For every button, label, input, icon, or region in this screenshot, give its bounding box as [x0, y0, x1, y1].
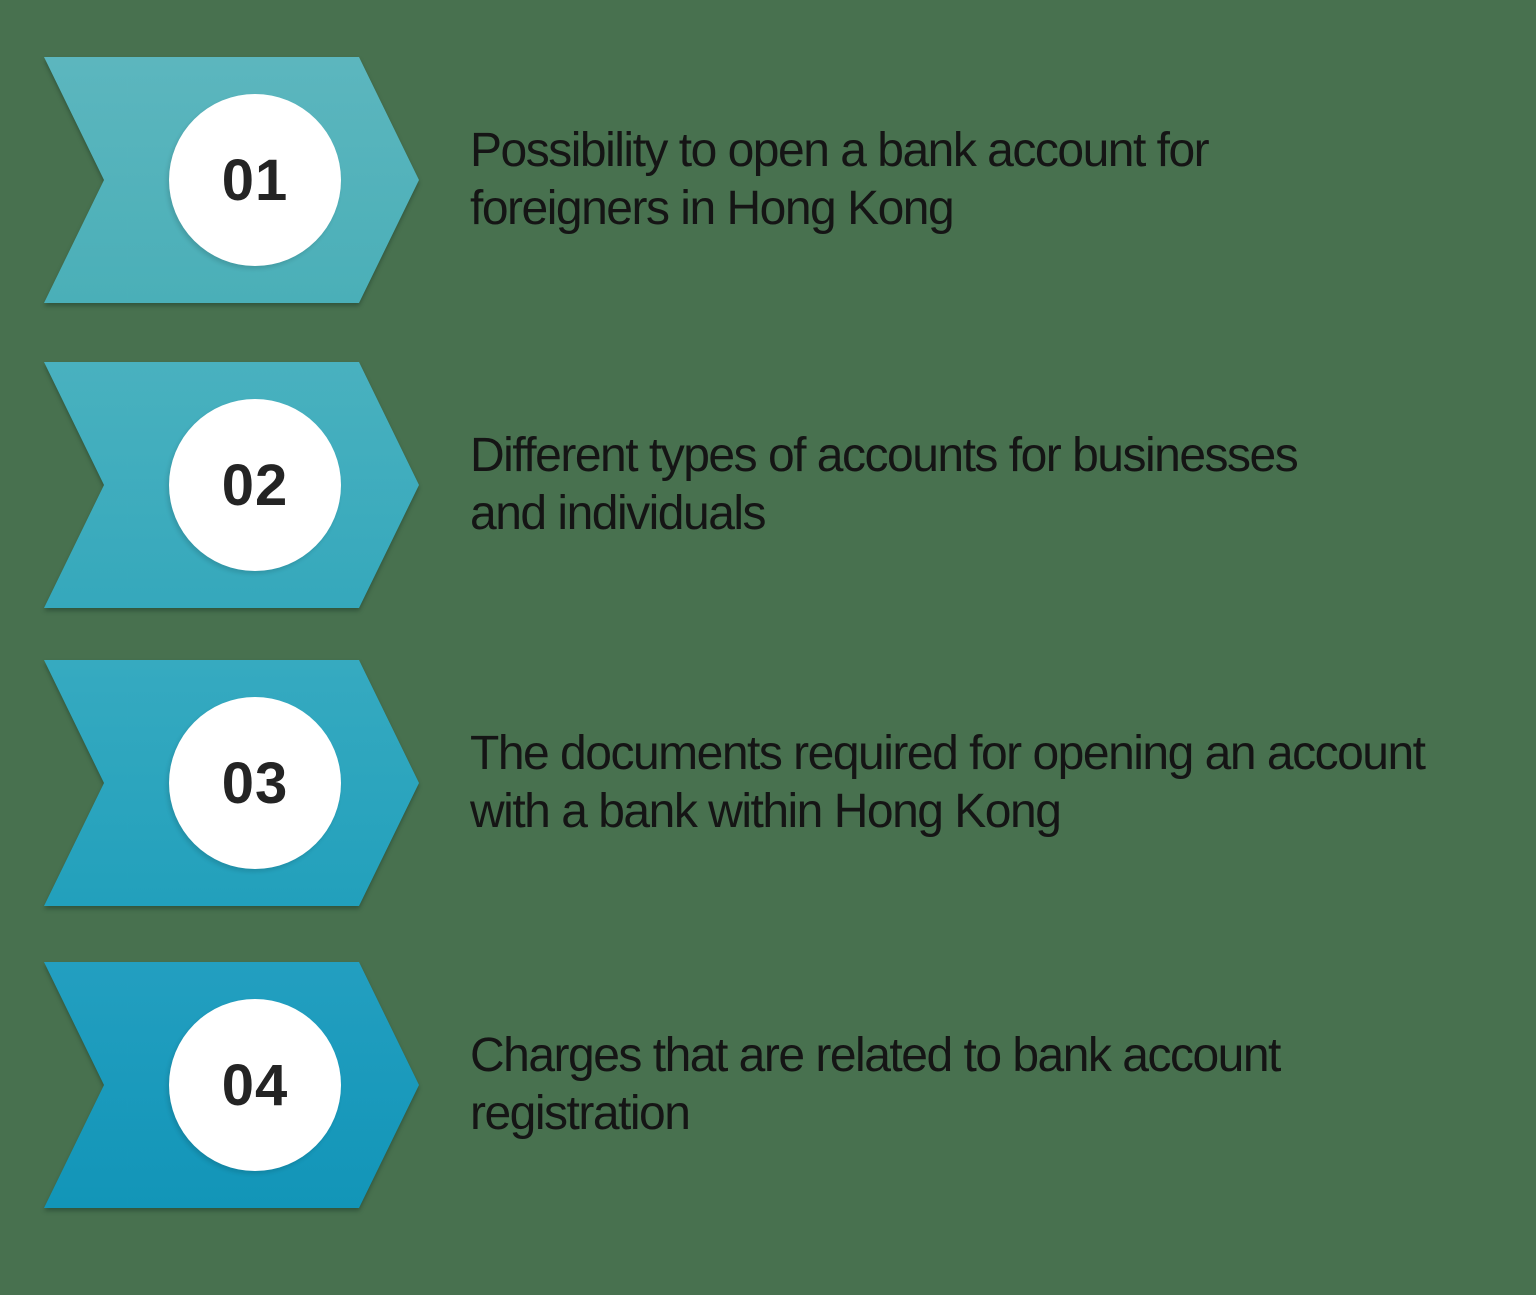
step-description: The documents required for opening an ac… — [470, 725, 1426, 841]
step-row-4: 04 Charges that are related to bank acco… — [44, 962, 1516, 1208]
step-description-line: with a bank within Hong Kong — [470, 785, 1062, 838]
step-description-line: and individuals — [470, 487, 767, 540]
step-banner-2: 02 — [44, 362, 419, 608]
step-row-3: 03 The documents required for opening an… — [44, 660, 1516, 906]
step-row-1: 01 Possibility to open a bank account fo… — [44, 57, 1516, 303]
step-number: 03 — [221, 751, 289, 816]
step-banner-4: 04 — [44, 962, 419, 1208]
step-description-line: The documents required for opening an ac… — [470, 727, 1426, 780]
step-number: 01 — [221, 148, 289, 213]
step-description-line: registration — [470, 1087, 691, 1140]
step-banner-1: 01 — [44, 57, 419, 303]
step-description: Different types of accounts for business… — [470, 427, 1299, 543]
step-description-line: foreigners in Hong Kong — [470, 182, 955, 235]
step-description-line: Different types of accounts for business… — [470, 429, 1299, 482]
step-description-line: Possibility to open a bank account for — [470, 124, 1210, 177]
step-number-circle: 03 — [169, 697, 341, 869]
step-description: Possibility to open a bank account for f… — [470, 122, 1210, 238]
step-number-circle: 02 — [169, 399, 341, 571]
step-number-circle: 04 — [169, 999, 341, 1171]
step-number: 04 — [221, 1053, 289, 1118]
step-number: 02 — [221, 453, 289, 518]
step-description: Charges that are related to bank account… — [470, 1027, 1281, 1143]
step-banner-3: 03 — [44, 660, 419, 906]
step-description-line: Charges that are related to bank account — [470, 1029, 1281, 1082]
step-row-2: 02 Different types of accounts for busin… — [44, 362, 1516, 608]
step-number-circle: 01 — [169, 94, 341, 266]
